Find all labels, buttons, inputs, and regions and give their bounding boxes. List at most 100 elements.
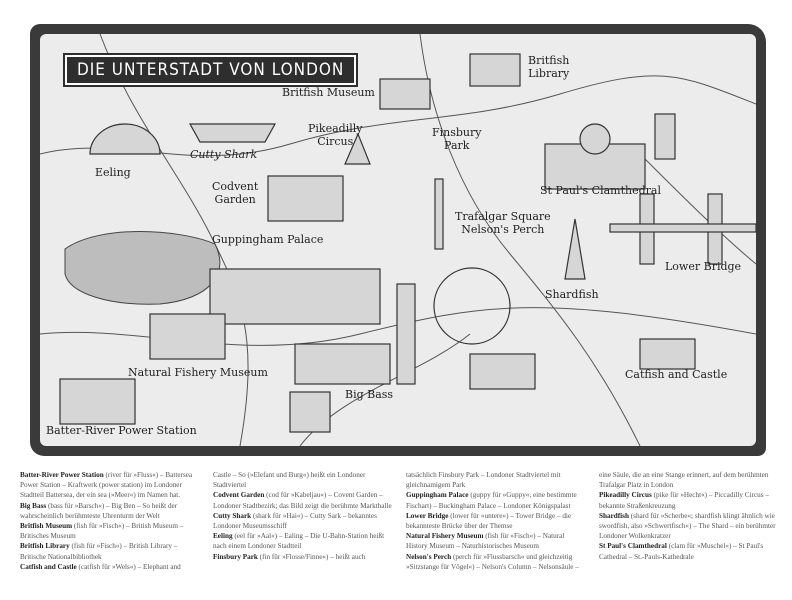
legend-term: Catfish and Castle <box>20 562 77 571</box>
gherkin-icon <box>654 113 676 160</box>
legend-term: Shardfish <box>599 511 629 520</box>
power-station-icon <box>59 378 136 425</box>
legend-entry: Lower Bridge (lower für »untere«) – Towe… <box>406 511 587 531</box>
map-land: DIE UNTERSTADT VON LONDON Britfish Museu… <box>40 34 756 446</box>
legend-term: Cutty Shark <box>213 511 252 520</box>
catfish-castle-icon <box>639 338 696 370</box>
museum-icon <box>379 78 431 110</box>
legend-definition: (shark für »Hai«) – Cutty Sark – bekannt… <box>213 511 377 531</box>
legend-entry: Cutty Shark (shark für »Hai«) – Cutty Sa… <box>213 511 394 531</box>
legend-entry: Finsbury Park (fin für »Flosse/Finne«) –… <box>213 552 394 562</box>
legend-definition: (catfish für »Wels«) – Elephant and <box>76 562 181 571</box>
label-line: Nelson's Perch <box>461 223 545 236</box>
legend-definition: (river für »Fluss«) – Battersea Power St… <box>20 471 193 500</box>
label-st-pauls: St Paul's Clamthedral <box>540 184 661 197</box>
legend-entry: Batter-River Power Station (river für »F… <box>20 470 201 501</box>
column-icon <box>434 178 444 250</box>
legend-entry: Catfish and Castle (catfish für »Wels«) … <box>20 562 201 572</box>
legend-term: Britfish Museum <box>20 522 73 531</box>
legend-entry: tatsächlich Finsbury Park – Londoner Sta… <box>406 470 587 490</box>
label-line: Britfish <box>528 54 570 67</box>
legend-entry: Britfish Library (fish für »Fisch«) – Br… <box>20 541 201 561</box>
legend-entry: St Paul's Clamthedral (clam für »Muschel… <box>599 541 780 561</box>
label-line: Library <box>528 67 570 80</box>
park-icon <box>64 231 221 305</box>
label-britfish-museum: Britfish Museum <box>282 86 375 99</box>
label-shardfish: Shardfish <box>545 288 599 301</box>
label-line: Garden <box>214 193 256 206</box>
map-illustration <box>40 34 756 446</box>
label-natural-fishery-museum: Natural Fishery Museum <box>128 366 268 379</box>
ship-icon <box>188 123 277 143</box>
legend-entry: Codvent Garden (cod für »Kabeljau«) – Co… <box>213 490 394 510</box>
legend-column: tatsächlich Finsbury Park – Londoner Sta… <box>406 470 587 572</box>
legend-entry: eine Säule, die an eine Stange erinnert,… <box>599 470 780 490</box>
legend-column: Batter-River Power Station (river für »F… <box>20 470 201 572</box>
road <box>99 34 249 446</box>
natural-museum-icon <box>149 313 226 360</box>
legend-definition: Castle – So (»Elefant und Burg«) heißt e… <box>213 471 366 490</box>
legend-definition: (fish für »Fisch«) – Natural History Mus… <box>406 532 565 551</box>
legend-term: Pikeadilly Circus <box>599 491 652 500</box>
legend-definition: eine Säule, die an eine Stange erinnert,… <box>599 471 769 490</box>
building-icon <box>289 391 331 433</box>
legend-definition: (clam für »Muschel«) – St Paul's Cathedr… <box>599 542 764 561</box>
legend-term: Nelson's Perch <box>406 552 452 561</box>
label-eeling: Eeling <box>95 166 131 179</box>
label-line: Finsbury <box>432 126 482 139</box>
legend-entry: Natural Fishery Museum (fish für »Fisch«… <box>406 531 587 551</box>
road <box>639 153 756 265</box>
legend-definition: (guppy für »Guppy«, eine bestimmte Fisch… <box>406 491 577 510</box>
station-icon <box>89 123 161 155</box>
legend-entry: Nelson's Perch (perch für »Flussbarsch« … <box>406 552 587 572</box>
legend-glossary: Batter-River Power Station (river für »F… <box>20 470 780 572</box>
legend-definition: (fish für »Fisch«) – British Museum – Br… <box>20 522 184 541</box>
legend-term: Codvent Garden <box>213 491 265 500</box>
legend-entry: Shardfish (shard für »Scherbe«; shardfis… <box>599 511 780 542</box>
parliament-icon <box>294 343 391 385</box>
museum-building-icon <box>469 353 536 390</box>
ferris-wheel-icon <box>433 267 511 345</box>
legend-definition: (pike für »Hecht«) – Piccadilly Circus –… <box>599 491 769 510</box>
palace-icon <box>209 268 381 325</box>
legend-definition: (perch für »Flussbarsch« und gleichzeiti… <box>406 552 579 571</box>
label-line: Pikeadilly <box>308 122 363 135</box>
label-lower-bridge: Lower Bridge <box>665 260 742 273</box>
label-big-bass: Big Bass <box>345 388 394 401</box>
big-ben-icon <box>396 283 416 385</box>
fountain-icon <box>344 132 371 165</box>
legend-term: Batter-River Power Station <box>20 471 104 479</box>
library-icon <box>469 53 521 87</box>
illustrated-map: DIE UNTERSTADT VON LONDON Britfish Museu… <box>30 24 766 456</box>
market-icon <box>267 175 344 222</box>
dome-icon <box>579 123 611 155</box>
map-title: DIE UNTERSTADT VON LONDON <box>62 53 359 87</box>
legend-term: Finsbury Park <box>213 552 258 561</box>
road <box>419 34 641 446</box>
legend-column: eine Säule, die an eine Stange erinnert,… <box>599 470 780 572</box>
legend-definition: (shard für »Scherbe«; shardfish klingt ä… <box>599 511 776 541</box>
legend-definition: (fish für »Fisch«) – British Library – B… <box>20 542 178 561</box>
legend-entry: Britfish Museum (fish für »Fisch«) – Bri… <box>20 521 201 541</box>
legend-term: Britfish Library <box>20 542 70 551</box>
legend-entry: Pikeadilly Circus (pike für »Hecht«) – P… <box>599 490 780 510</box>
legend-entry: Castle – So (»Elefant und Burg«) heißt e… <box>213 470 394 490</box>
label-line: Trafalgar Square <box>455 210 551 223</box>
label-catfish-and-castle: Catfish and Castle <box>625 368 728 381</box>
label-line: Park <box>444 139 470 152</box>
label-guppingham-palace: Guppingham Palace <box>212 233 324 246</box>
legend-term: Lower Bridge <box>406 511 449 520</box>
legend-entry: Eeling (eel für »Aal«) – Ealing – Die U-… <box>213 531 394 551</box>
legend-definition: (lower für »untere«) – Tower Bridge – di… <box>406 511 572 531</box>
label-batter-river-power-station: Batter-River Power Station <box>46 424 197 437</box>
legend-column: Castle – So (»Elefant und Burg«) heißt e… <box>213 470 394 572</box>
legend-term: Eeling <box>213 532 233 541</box>
label-line: Circus <box>317 135 354 148</box>
legend-definition: tatsächlich Finsbury Park – Londoner Sta… <box>406 471 561 490</box>
legend-term: St Paul's Clamthedral <box>599 542 667 551</box>
